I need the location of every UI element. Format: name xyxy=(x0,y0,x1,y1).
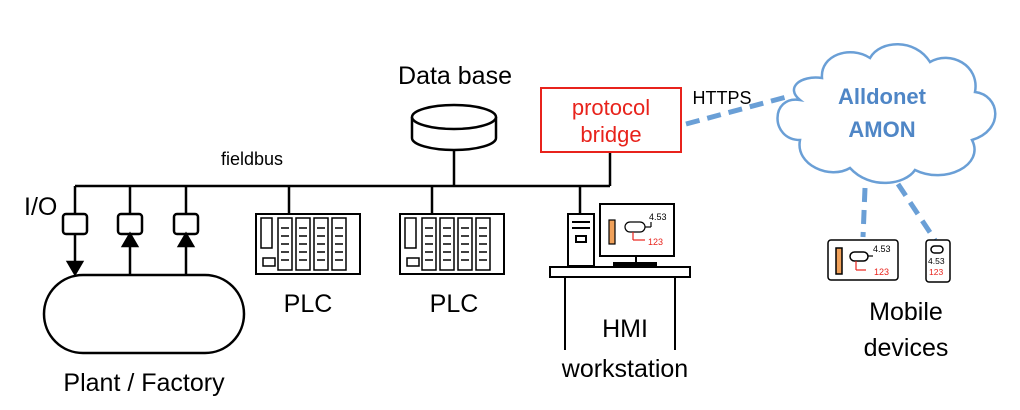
fieldbus-label: fieldbus xyxy=(221,149,283,169)
tank-level-icon xyxy=(608,219,616,245)
arrow-up-icon xyxy=(120,231,140,248)
desk-top xyxy=(549,266,691,278)
mobile-link-1 xyxy=(860,187,868,238)
mobile-label-line1: Mobile xyxy=(869,298,943,326)
cloud-label-line1: Alldonet xyxy=(838,84,927,109)
plc-slot xyxy=(404,217,417,249)
cloud-shape xyxy=(776,43,997,185)
io-module-3 xyxy=(172,212,200,236)
bridge-label-line2: bridge xyxy=(580,122,641,147)
hmi-workstation: 4.53 123 xyxy=(549,203,691,350)
cloud-label-line2: AMON xyxy=(848,117,915,142)
plc-1-label: PLC xyxy=(284,290,333,318)
gauge-icon xyxy=(849,251,869,262)
hmi-label-line1: HMI xyxy=(602,315,648,343)
screen-value: 4.53 xyxy=(649,212,667,222)
https-link xyxy=(685,93,791,127)
cloud: Alldonet AMON xyxy=(776,43,997,185)
phone-value: 4.53 xyxy=(928,256,945,266)
plc-indicator xyxy=(406,257,420,267)
arrow-up-icon xyxy=(176,231,196,248)
hmi-label-line2: workstation xyxy=(561,355,688,383)
https-label: HTTPS xyxy=(692,88,751,108)
plant-shape xyxy=(42,273,246,355)
io-module-2 xyxy=(116,212,144,236)
io-modules: I/O xyxy=(24,193,200,277)
tablet: 4.53 123 xyxy=(827,239,899,281)
screen-count: 123 xyxy=(648,237,663,247)
io-label: I/O xyxy=(24,193,57,221)
database-top xyxy=(410,103,498,131)
mobile-label-line2: devices xyxy=(864,334,949,362)
database: Data base xyxy=(398,62,512,152)
plc-1 xyxy=(255,213,361,275)
mobile-link-2 xyxy=(895,182,938,242)
gauge-icon xyxy=(624,221,646,233)
phone-count: 123 xyxy=(929,267,943,277)
arrow-down-icon xyxy=(65,260,85,277)
protocol-bridge: protocol bridge xyxy=(540,87,682,153)
bridge-label-line1: protocol xyxy=(572,95,650,120)
plc-2 xyxy=(399,213,505,275)
gauge-icon xyxy=(930,245,944,254)
plc-slot xyxy=(260,217,273,249)
tablet-count: 123 xyxy=(874,267,889,277)
tank-level-icon xyxy=(835,247,843,275)
io-module-1 xyxy=(61,212,89,236)
tablet-value: 4.53 xyxy=(873,244,891,254)
plc-2-label: PLC xyxy=(430,290,479,318)
database-label: Data base xyxy=(398,62,512,90)
plc-indicator xyxy=(262,257,276,267)
plant-label: Plant / Factory xyxy=(63,369,225,397)
phone: 4.53 123 xyxy=(925,239,951,283)
bridge-box xyxy=(540,87,682,153)
fieldbus-lines xyxy=(73,150,612,214)
